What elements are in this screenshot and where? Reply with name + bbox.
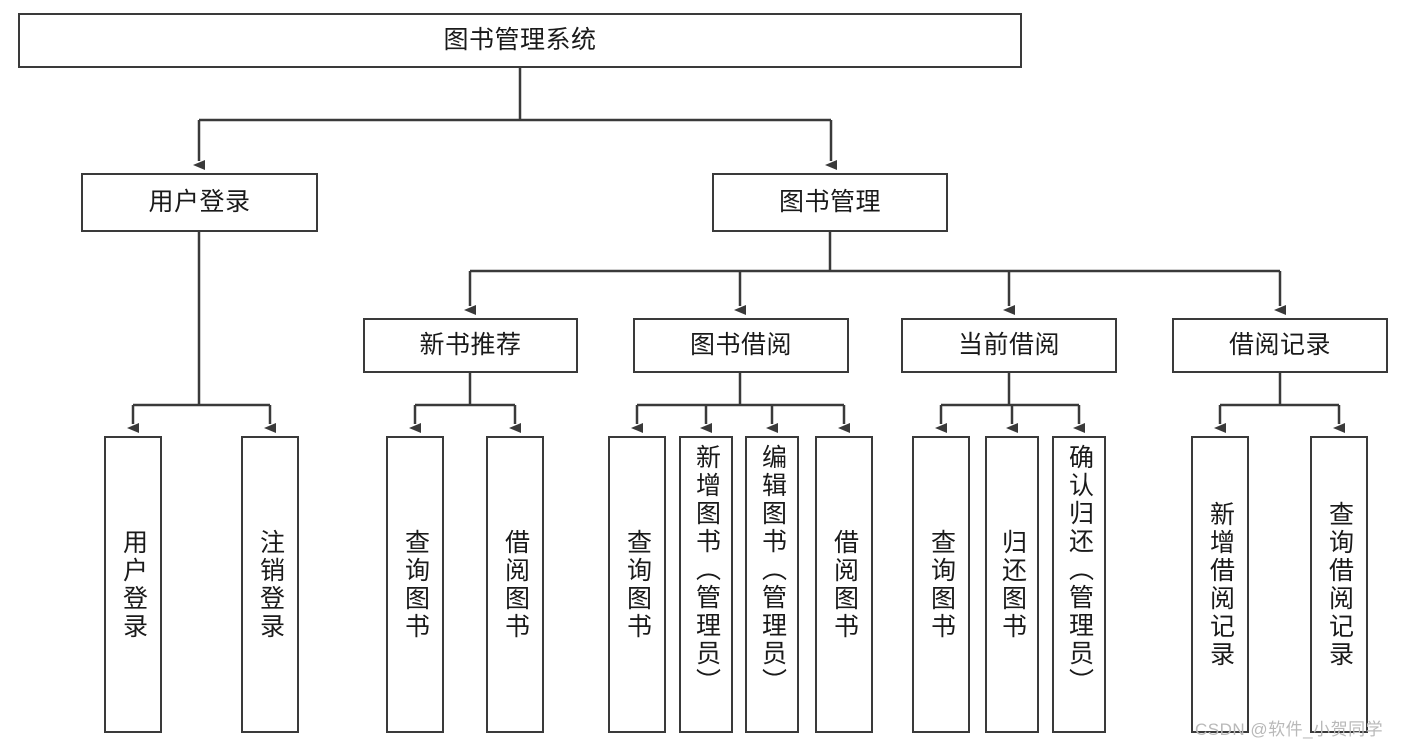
leaf-query-record[interactable]: 查询借阅记录	[1310, 436, 1368, 733]
node-label: 新增借阅记录	[1206, 500, 1235, 669]
leaf-confirm-return[interactable]: 确认归还（管理员）	[1052, 436, 1106, 733]
node-label: 借阅图书	[830, 528, 859, 641]
node-label: 查询图书	[623, 528, 652, 641]
leaf-user-login[interactable]: 用户登录	[104, 436, 162, 733]
node-label: 图书借阅	[689, 330, 792, 359]
node-root-system[interactable]: 图书管理系统	[18, 13, 1022, 68]
node-label: 编辑图书（管理员）	[758, 444, 787, 696]
node-label: 注销登录	[256, 528, 285, 641]
leaf-edit-book[interactable]: 编辑图书（管理员）	[745, 436, 799, 733]
leaf-query-book-1[interactable]: 查询图书	[386, 436, 444, 733]
node-label: 查询图书	[401, 528, 430, 641]
node-user-login[interactable]: 用户登录	[81, 173, 318, 232]
node-label: 归还图书	[998, 528, 1027, 641]
node-label: 借阅记录	[1228, 330, 1331, 359]
node-label: 图书管理	[778, 187, 881, 216]
node-label: 用户登录	[119, 528, 148, 641]
leaf-query-book-3[interactable]: 查询图书	[912, 436, 970, 733]
node-label: 用户登录	[148, 187, 251, 216]
node-new-book-rec[interactable]: 新书推荐	[363, 318, 578, 373]
node-label: 查询图书	[927, 528, 956, 641]
node-label: 确认归还（管理员）	[1065, 444, 1094, 696]
leaf-add-record[interactable]: 新增借阅记录	[1191, 436, 1249, 733]
leaf-return-book[interactable]: 归还图书	[985, 436, 1039, 733]
node-label: 图书管理系统	[443, 25, 597, 54]
node-label: 查询借阅记录	[1325, 500, 1354, 669]
node-label: 当前借阅	[957, 330, 1060, 359]
leaf-logout[interactable]: 注销登录	[241, 436, 299, 733]
node-label: 新增图书（管理员）	[692, 444, 721, 696]
node-book-manage[interactable]: 图书管理	[712, 173, 948, 232]
node-book-borrow[interactable]: 图书借阅	[633, 318, 849, 373]
node-current-borrow[interactable]: 当前借阅	[901, 318, 1117, 373]
leaf-borrow-book-2[interactable]: 借阅图书	[815, 436, 873, 733]
leaf-borrow-book-1[interactable]: 借阅图书	[486, 436, 544, 733]
csdn-watermark: CSDN @软件_小贺同学	[1195, 720, 1384, 739]
node-label: 借阅图书	[501, 528, 530, 641]
leaf-add-book[interactable]: 新增图书（管理员）	[679, 436, 733, 733]
leaf-query-book-2[interactable]: 查询图书	[608, 436, 666, 733]
node-label: 新书推荐	[419, 330, 522, 359]
node-borrow-record[interactable]: 借阅记录	[1172, 318, 1388, 373]
